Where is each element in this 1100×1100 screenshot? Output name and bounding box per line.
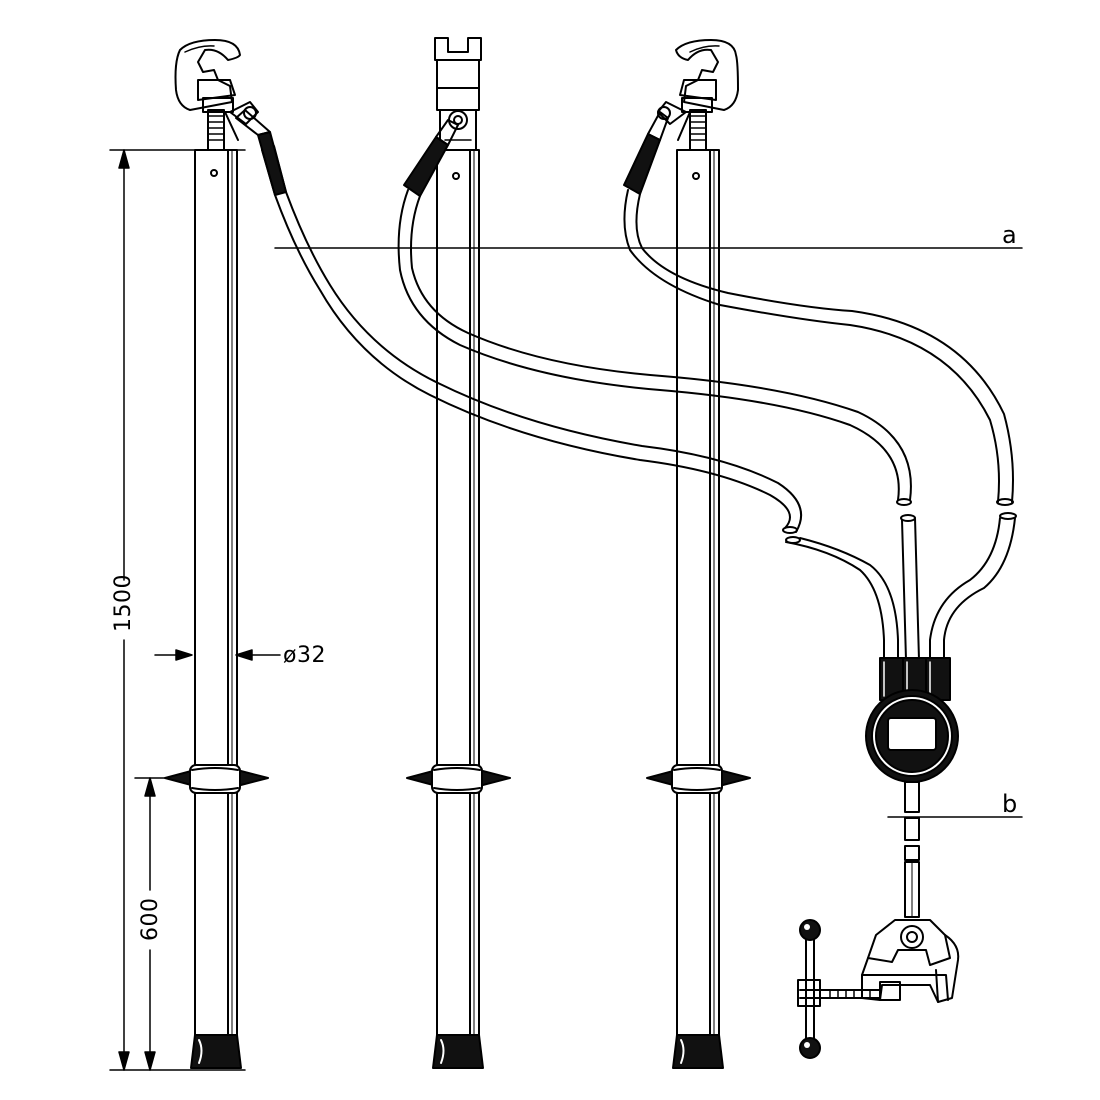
fork-clamp-icon [434,37,482,151]
hand-guard-3 [646,764,751,794]
grounding-pole-1 [164,109,269,1069]
hook-clamp-icon [657,39,739,141]
dimension-1500-label: 1500 [111,574,136,632]
cable-icon [235,109,1017,661]
dimension-600-label: 600 [138,897,163,942]
dimension-600 [134,777,166,1071]
connector-hub-icon [865,657,959,918]
dimension-diameter-label: ø32 [283,643,326,668]
label-a: a [1002,221,1017,249]
hook-clamp-icon [174,39,259,141]
grounding-pole-2 [406,37,511,1069]
label-b: b [1002,790,1018,818]
grounding-pole-3 [646,109,751,1069]
hand-guard-2 [406,764,511,794]
dimension-diameter [154,649,281,661]
dimension-1500 [109,149,246,1071]
ground-clamp-icon [797,919,960,1059]
hand-guard-1 [164,764,269,794]
